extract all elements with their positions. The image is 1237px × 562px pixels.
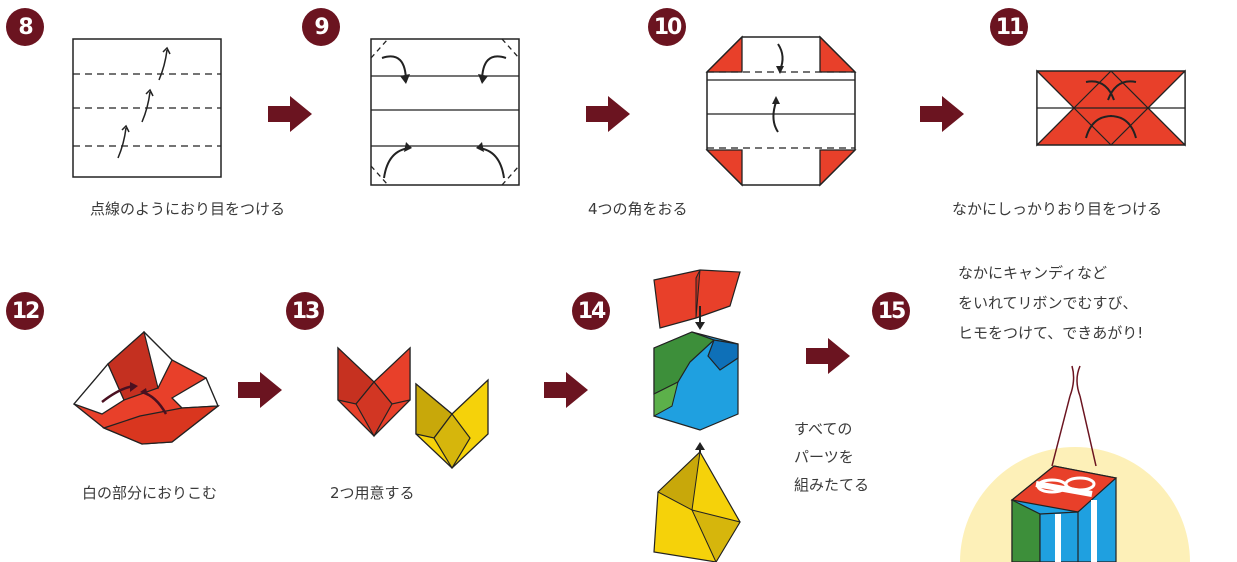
step9-diagram bbox=[370, 38, 520, 186]
step8-caption: 点線のようにおり目をつける bbox=[90, 200, 286, 218]
step12-caption: 白の部分におりこむ bbox=[82, 484, 218, 502]
step13-caption: 2つ用意する bbox=[330, 484, 415, 502]
next-arrow-icon bbox=[806, 338, 850, 374]
step-badge-15: 15 bbox=[872, 292, 910, 330]
step-badge-8: 8 bbox=[6, 8, 44, 46]
step13-diagram bbox=[337, 346, 489, 470]
step11-caption: なかにしっかりおり目をつける bbox=[952, 200, 1163, 218]
step8-diagram bbox=[72, 38, 222, 178]
step-badge-14: 14 bbox=[572, 292, 610, 330]
step14-diagram bbox=[653, 269, 741, 562]
step14-caption-line2: パーツを bbox=[794, 448, 854, 466]
step14-caption-line3: 組みたてる bbox=[794, 476, 870, 494]
next-arrow-icon bbox=[238, 372, 282, 408]
step-badge-9: 9 bbox=[302, 8, 340, 46]
step11-diagram bbox=[1036, 69, 1186, 147]
step14-caption-line1: すべての bbox=[794, 420, 853, 438]
next-arrow-icon bbox=[920, 96, 964, 132]
next-arrow-icon bbox=[268, 96, 312, 132]
step15-caption-line2: をいれてリボンでむすび、 bbox=[958, 294, 1138, 312]
step10-caption: 4つの角をおる bbox=[588, 200, 688, 218]
next-arrow-icon bbox=[544, 372, 588, 408]
step-badge-11: 11 bbox=[990, 8, 1028, 46]
step-badge-10: 10 bbox=[648, 8, 686, 46]
step-badge-13: 13 bbox=[286, 292, 324, 330]
step15-caption-line3: ヒモをつけて、できあがり! bbox=[958, 324, 1144, 342]
step15-caption-line1: なかにキャンディなど bbox=[958, 264, 1107, 282]
step15-diagram bbox=[960, 365, 1190, 562]
next-arrow-icon bbox=[586, 96, 630, 132]
step10-diagram bbox=[705, 35, 857, 187]
step12-diagram bbox=[72, 330, 221, 445]
step-badge-12: 12 bbox=[6, 292, 44, 330]
